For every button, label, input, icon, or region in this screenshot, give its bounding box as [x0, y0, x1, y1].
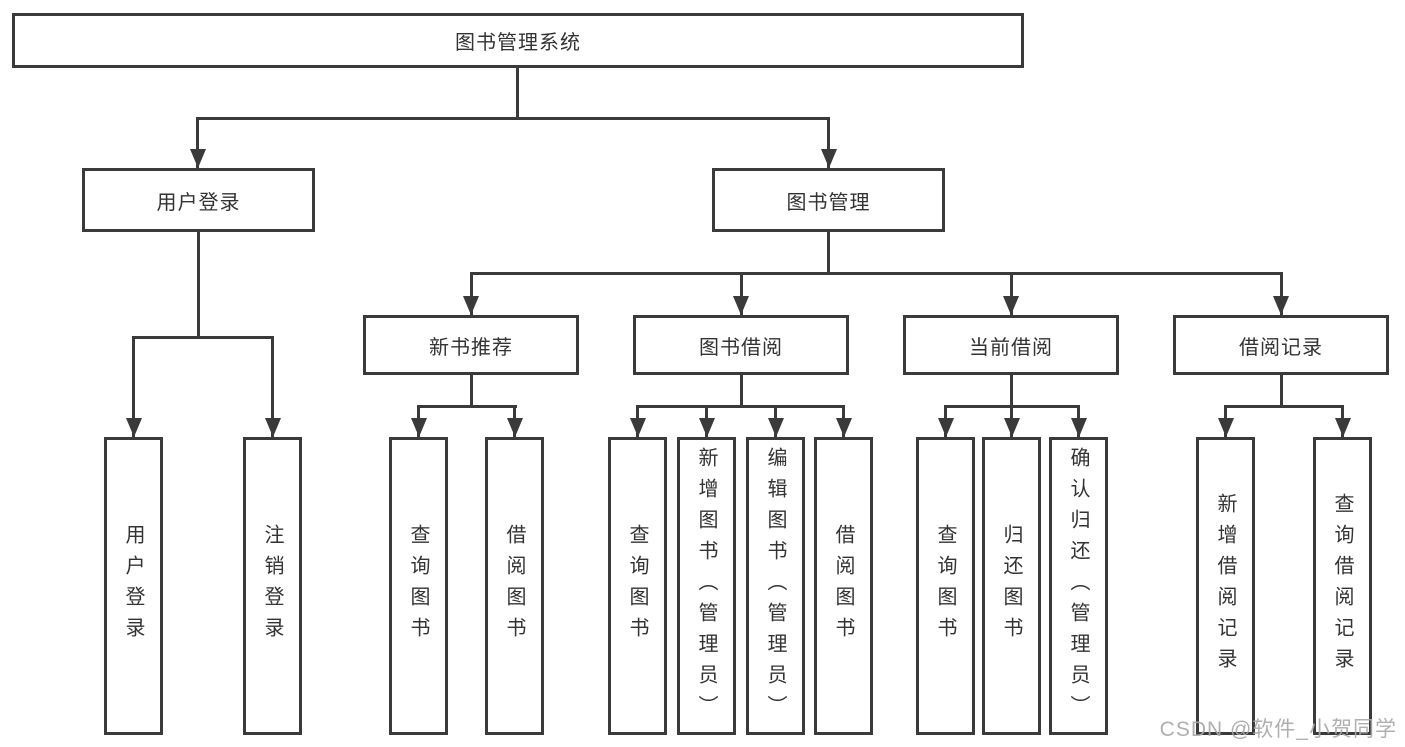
node-label: 借阅记录	[1239, 336, 1323, 359]
leaf-logout: 注销登录	[243, 437, 302, 735]
arrow-down-icon	[836, 418, 852, 437]
arrow-down-icon	[463, 296, 479, 315]
arrow-down-icon	[1335, 418, 1351, 437]
node-label: 查询图书	[934, 524, 956, 648]
arrow-down-icon	[630, 418, 646, 437]
arrow-down-icon	[1003, 296, 1019, 315]
connector-vline	[1280, 272, 1283, 315]
connector-vline	[470, 375, 473, 408]
connector-vline	[470, 272, 473, 315]
node-label: 图书管理	[786, 191, 871, 214]
arrow-down-icon	[699, 418, 715, 437]
node-label: 新增借阅记录	[1214, 493, 1236, 679]
leaf-add-borrow-record: 新增借阅记录	[1196, 437, 1255, 735]
node-book-management: 图书管理	[712, 168, 945, 232]
arrow-down-icon	[126, 418, 142, 437]
arrow-down-icon	[733, 296, 749, 315]
node-label: 归还图书	[1000, 524, 1022, 648]
connector-vline	[132, 336, 135, 437]
node-borrowing-records: 借阅记录	[1173, 315, 1389, 375]
node-label: 图书借阅	[699, 336, 783, 359]
node-label: 查询图书	[407, 524, 429, 648]
node-label: 查询图书	[626, 524, 648, 648]
node-new-book-recommend: 新书推荐	[363, 315, 579, 375]
connector-hline	[132, 336, 274, 339]
node-label: 用户登录	[122, 524, 144, 648]
node-label: 确认归还（管理员）	[1067, 446, 1089, 726]
connector-vline	[1010, 272, 1013, 315]
connector-vline	[827, 231, 830, 275]
connector-hline	[1224, 405, 1344, 408]
node-book-borrowing: 图书借阅	[633, 315, 849, 375]
arrow-down-icon	[190, 149, 206, 168]
arrow-down-icon	[507, 418, 523, 437]
leaf-confirm-return-admin: 确认归还（管理员）	[1049, 437, 1108, 735]
leaf-borrow-books-recommend: 借阅图书	[485, 437, 544, 735]
arrow-down-icon	[1218, 418, 1234, 437]
leaf-return-books: 归还图书	[982, 437, 1041, 735]
node-root-library-system: 图书管理系统	[12, 13, 1024, 68]
node-label: 注销登录	[261, 524, 283, 648]
arrow-down-icon	[938, 418, 954, 437]
connector-vline	[1280, 375, 1283, 408]
connector-vline	[827, 117, 830, 168]
connector-hline	[636, 405, 845, 408]
arrow-down-icon	[821, 149, 837, 168]
connector-hline	[196, 117, 830, 120]
arrow-down-icon	[1273, 296, 1289, 315]
connector-vline	[740, 272, 743, 315]
leaf-add-books-admin: 新增图书（管理员）	[677, 437, 736, 735]
leaf-borrow-books: 借阅图书	[814, 437, 873, 735]
arrow-down-icon	[411, 418, 427, 437]
leaf-query-books-recommend: 查询图书	[389, 437, 448, 735]
node-user-login: 用户登录	[82, 168, 315, 232]
node-label: 编辑图书（管理员）	[764, 446, 786, 726]
node-current-borrowing: 当前借阅	[903, 315, 1119, 375]
connector-vline	[516, 67, 519, 119]
node-label: 查询借阅记录	[1331, 493, 1353, 679]
arrow-down-icon	[768, 418, 784, 437]
node-label: 用户登录	[156, 191, 241, 214]
connector-hline	[470, 272, 1282, 275]
leaf-edit-books-admin: 编辑图书（管理员）	[746, 437, 805, 735]
connector-hline	[417, 405, 517, 408]
arrow-down-icon	[265, 418, 281, 437]
connector-vline	[740, 375, 743, 408]
leaf-query-books-borrow: 查询图书	[608, 437, 667, 735]
node-label: 新书推荐	[429, 336, 513, 359]
node-label: 当前借阅	[969, 336, 1053, 359]
csdn-watermark: CSDN @软件_小贺同学	[1159, 718, 1397, 741]
connector-vline	[196, 117, 199, 168]
connector-vline	[1010, 375, 1013, 408]
connector-vline	[271, 336, 274, 437]
leaf-query-books-current: 查询图书	[916, 437, 975, 735]
arrow-down-icon	[1071, 418, 1087, 437]
node-label: 图书管理系统	[455, 32, 581, 54]
leaf-query-borrow-record: 查询借阅记录	[1313, 437, 1372, 735]
connector-vline	[197, 231, 200, 339]
node-label: 借阅图书	[503, 524, 525, 648]
arrow-down-icon	[1004, 418, 1020, 437]
leaf-user-login: 用户登录	[104, 437, 163, 735]
node-label: 借阅图书	[832, 524, 854, 648]
node-label: 新增图书（管理员）	[695, 446, 717, 726]
